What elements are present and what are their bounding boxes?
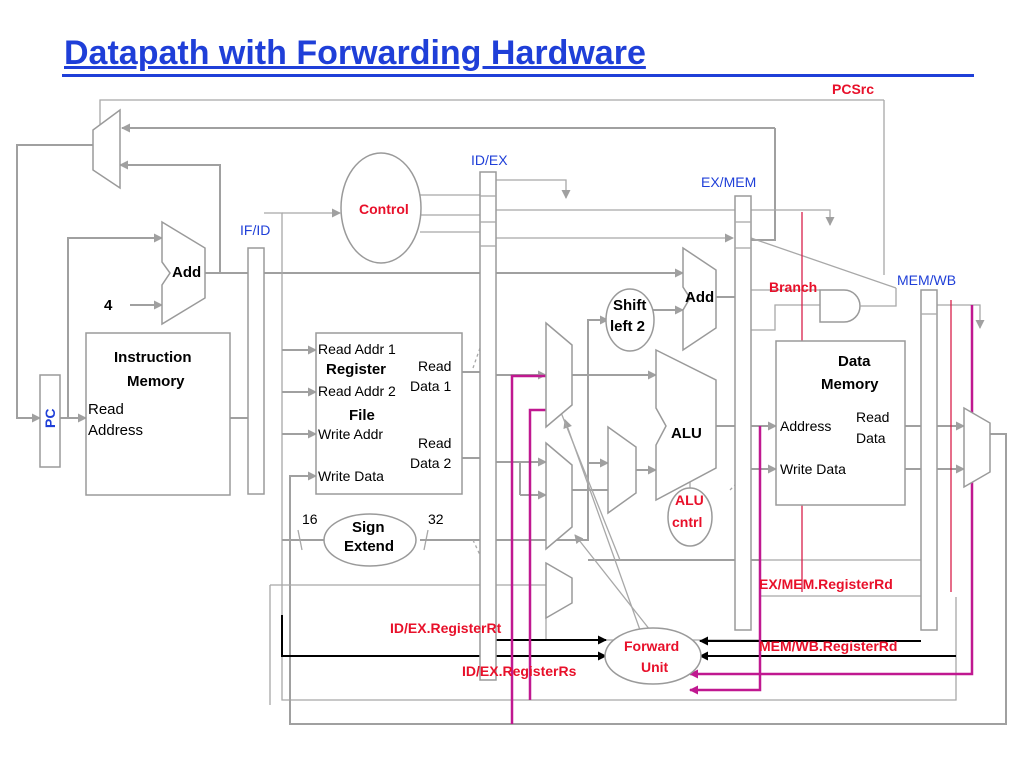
- ex-mem-label: EX/MEM: [701, 174, 756, 190]
- data-memory-title-2: Memory: [821, 376, 879, 393]
- if-id-register: [247, 247, 265, 495]
- instruction-memory-title-1: Instruction: [114, 349, 192, 366]
- pc-label: PC: [42, 409, 58, 428]
- forward-unit: [604, 627, 702, 685]
- alu-cntrl-label-2: cntrl: [672, 514, 702, 530]
- rf-read-data2-b: Data 2: [410, 455, 451, 471]
- shift-left-2: [605, 288, 655, 352]
- shift-label-1: Shift: [613, 297, 646, 314]
- mem-wb-label: MEM/WB: [897, 272, 956, 288]
- rf-title-file: File: [349, 407, 375, 424]
- control-unit: [340, 152, 422, 264]
- dm-read-data-2: Data: [856, 430, 886, 446]
- id-ex-register: [479, 171, 497, 681]
- alu-control: [667, 487, 713, 547]
- rf-read-data2-a: Read: [418, 435, 451, 451]
- if-id-label: IF/ID: [240, 222, 270, 238]
- ex-mem-register: [734, 195, 752, 631]
- rf-write-addr: Write Addr: [318, 426, 383, 442]
- pcsrc-label: PCSrc: [832, 81, 874, 97]
- title-underline: [62, 74, 974, 77]
- id-ex-label: ID/EX: [471, 152, 508, 168]
- im-read-address-1: Read: [88, 401, 124, 418]
- alusrc-mux: [607, 425, 637, 515]
- rf-read-addr-1: Read Addr 1: [318, 341, 396, 357]
- id-ex-registerrt-label: ID/EX.RegisterRt: [390, 620, 502, 636]
- instruction-memory: [85, 332, 231, 496]
- control-label: Control: [359, 201, 409, 217]
- forward-inputs: [281, 615, 956, 661]
- pc-register: [39, 374, 61, 468]
- alu-label: ALU: [671, 425, 702, 442]
- im-read-address-2: Address: [88, 422, 143, 439]
- instruction-memory-title-2: Memory: [127, 373, 185, 390]
- alu-cntrl-label-1: ALU: [675, 492, 704, 508]
- forward-unit-label-2: Unit: [641, 659, 669, 675]
- dm-read-data-1: Read: [856, 409, 889, 425]
- sign-extend: [323, 513, 417, 567]
- regdst-mux: [545, 561, 573, 620]
- bits-thirtytwo: 32: [428, 511, 444, 527]
- rf-read-addr-2: Read Addr 2: [318, 383, 396, 399]
- data-memory-title-1: Data: [838, 353, 871, 370]
- ex-mem-registerrd-label: EX/MEM.RegisterRd: [759, 576, 893, 592]
- sign-extend-label-2: Extend: [344, 538, 394, 555]
- pc-adder-label: Add: [172, 264, 201, 281]
- rf-read-data1-b: Data 1: [410, 378, 451, 394]
- dm-address: Address: [780, 418, 831, 434]
- sign-extend-label-1: Sign: [352, 519, 385, 536]
- dm-write-data: Write Data: [780, 461, 846, 477]
- register-file: [315, 332, 463, 495]
- branch-and-gate: [819, 289, 861, 323]
- forward-mux-b: [545, 441, 573, 551]
- bits-sixteen: 16: [302, 511, 318, 527]
- forward-unit-label-1: Forward: [624, 638, 679, 654]
- rf-read-data1-a: Read: [418, 358, 451, 374]
- branch-adder-label: Add: [685, 289, 714, 306]
- pc-mux: [92, 108, 121, 190]
- alu: [655, 348, 717, 502]
- forward-mux-a: [545, 321, 573, 429]
- constant-four: 4: [104, 297, 113, 314]
- branch-adder: [682, 246, 717, 352]
- data-memory: [775, 340, 906, 506]
- mem-wb-registerrd-label: MEM/WB.RegisterRd: [759, 638, 897, 654]
- memtoreg-mux: [963, 406, 991, 489]
- rf-title-register: Register: [326, 361, 386, 378]
- branch-label: Branch: [769, 279, 817, 295]
- pc-adder: [161, 220, 206, 326]
- rf-write-data: Write Data: [318, 468, 384, 484]
- page-title: Datapath with Forwarding Hardware: [64, 34, 646, 72]
- mem-wb-register: [920, 289, 938, 631]
- shift-label-2: left 2: [610, 318, 645, 335]
- id-ex-registerrs-label: ID/EX.RegisterRs: [462, 663, 577, 679]
